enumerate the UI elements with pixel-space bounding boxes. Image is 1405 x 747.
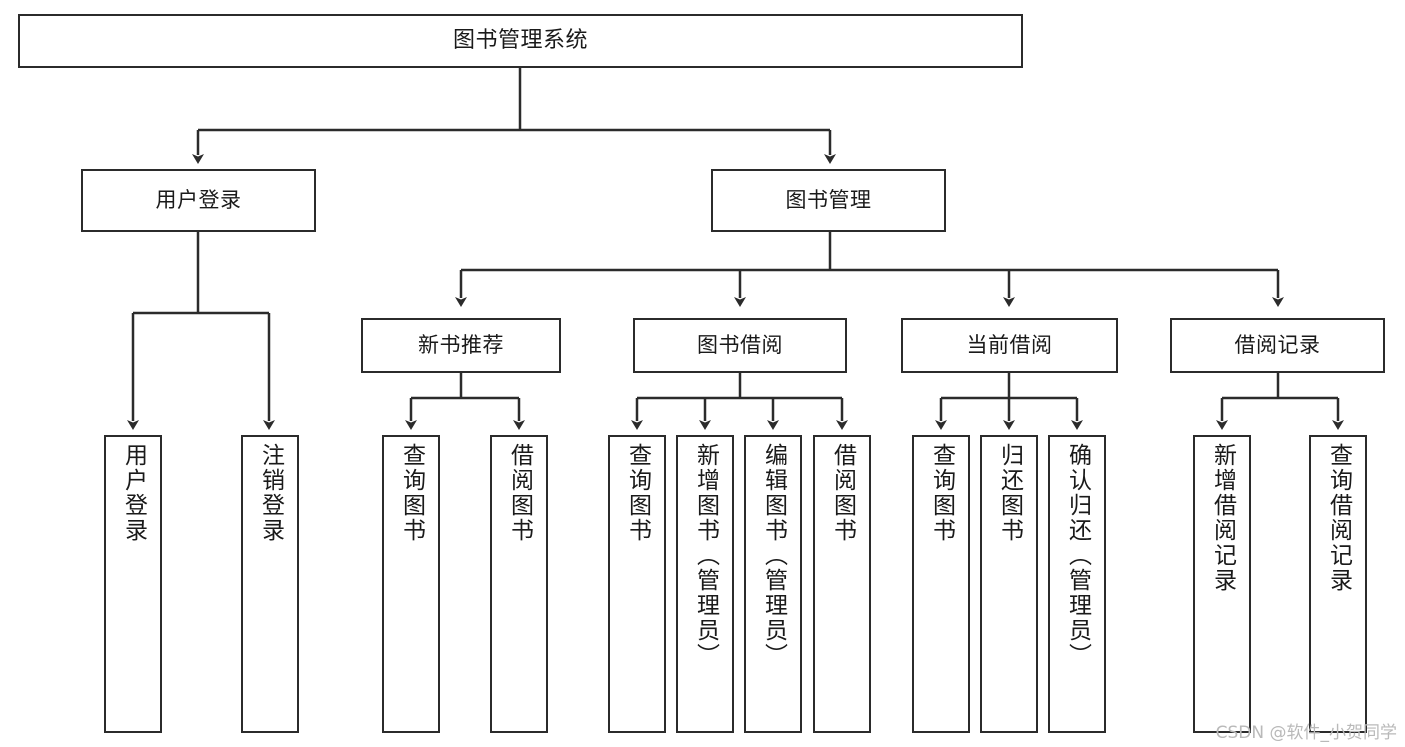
- leaf-current-query-book[interactable]: 查询图书: [912, 435, 970, 733]
- node-user-login[interactable]: 用户登录: [81, 169, 316, 232]
- node-book-borrow[interactable]: 图书借阅: [633, 318, 847, 373]
- leaf-borrow-add-book-admin[interactable]: 新增图书（管理员）: [676, 435, 734, 733]
- node-label: 图书管理: [785, 188, 872, 213]
- node-label: 归还图书: [996, 443, 1023, 543]
- leaf-current-return-book[interactable]: 归还图书: [980, 435, 1038, 733]
- leaf-borrow-edit-book-admin[interactable]: 编辑图书（管理员）: [744, 435, 802, 733]
- node-label: 图书借阅: [697, 333, 783, 358]
- node-label: 查询图书: [398, 443, 425, 543]
- node-label: 借阅图书: [829, 443, 856, 543]
- leaf-user-login-signout[interactable]: 注销登录: [241, 435, 299, 733]
- node-label: 新增借阅记录: [1209, 443, 1236, 593]
- node-label: 借阅图书: [506, 443, 533, 543]
- node-label: 用户登录: [155, 188, 242, 213]
- node-root-book-management-system[interactable]: 图书管理系统: [18, 14, 1023, 68]
- node-label: 用户登录: [120, 443, 147, 543]
- node-label: 查询借阅记录: [1325, 443, 1352, 593]
- csdn-watermark: CSDN @软件_小贺同学: [1215, 723, 1397, 743]
- node-label: 新增图书（管理员）: [692, 443, 719, 668]
- node-label: 借阅记录: [1234, 333, 1321, 358]
- node-label: 图书管理系统: [452, 28, 588, 54]
- leaf-records-add-record[interactable]: 新增借阅记录: [1193, 435, 1251, 733]
- leaf-borrow-borrow-book[interactable]: 借阅图书: [813, 435, 871, 733]
- node-book-management[interactable]: 图书管理: [711, 169, 946, 232]
- node-label: 当前借阅: [966, 333, 1053, 358]
- leaf-user-login-signin[interactable]: 用户登录: [104, 435, 162, 733]
- node-label: 确认归还（管理员）: [1064, 443, 1091, 668]
- node-current-borrow[interactable]: 当前借阅: [901, 318, 1118, 373]
- node-borrow-records[interactable]: 借阅记录: [1170, 318, 1385, 373]
- leaf-borrow-query-book[interactable]: 查询图书: [608, 435, 666, 733]
- node-label: 查询图书: [928, 443, 955, 543]
- node-new-book-recommend[interactable]: 新书推荐: [361, 318, 561, 373]
- leaf-current-confirm-return-admin[interactable]: 确认归还（管理员）: [1048, 435, 1106, 733]
- node-label: 注销登录: [257, 443, 284, 543]
- leaf-records-query-record[interactable]: 查询借阅记录: [1309, 435, 1367, 733]
- node-label: 编辑图书（管理员）: [760, 443, 787, 668]
- leaf-new-book-borrow[interactable]: 借阅图书: [490, 435, 548, 733]
- leaf-new-book-query[interactable]: 查询图书: [382, 435, 440, 733]
- node-label: 查询图书: [624, 443, 651, 543]
- node-label: 新书推荐: [418, 333, 504, 358]
